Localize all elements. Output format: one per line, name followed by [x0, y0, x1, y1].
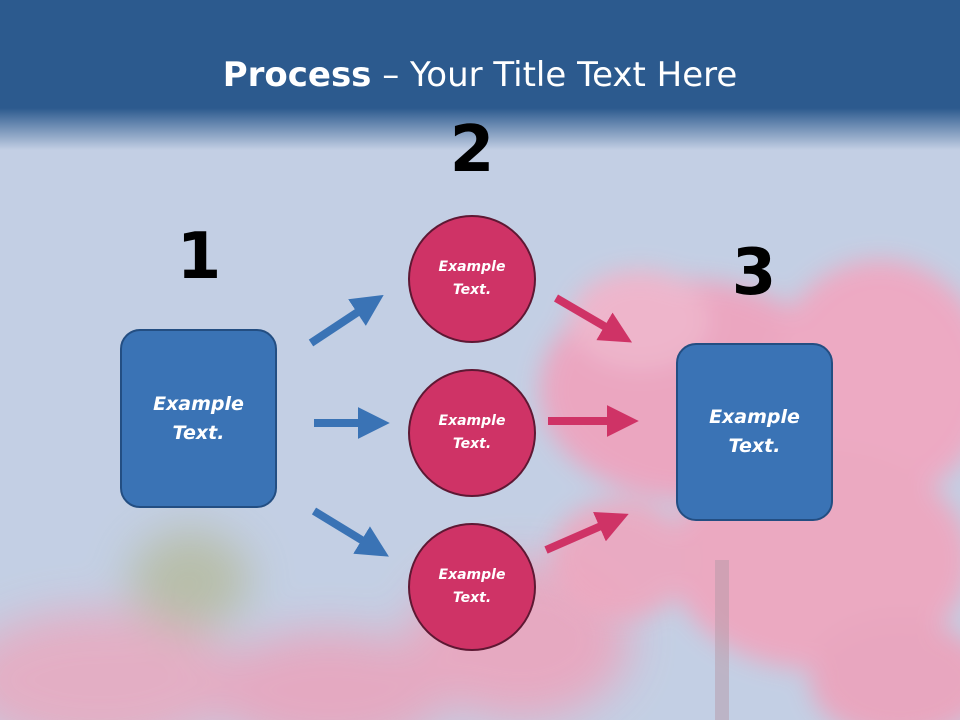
- step-1-box: Example Text.: [120, 329, 277, 508]
- circle-text-line2: Text.: [452, 590, 492, 606]
- step-number-1: 1: [176, 220, 222, 294]
- arrow-blue-up: [308, 294, 384, 347]
- step-3-text-line1: Example: [709, 406, 800, 428]
- title-rest: – Your Title Text Here: [371, 55, 738, 95]
- title-bar: [0, 0, 960, 150]
- arrow-pink-down: [553, 294, 633, 343]
- title-bold: Process: [222, 55, 372, 95]
- step-3-text-line2: Text.: [728, 435, 781, 457]
- circle-text-line1: Example: [438, 259, 506, 275]
- page-title: Process – Your Title Text Here: [0, 52, 960, 98]
- step-number-2: 2: [449, 113, 495, 187]
- circle-text-line2: Text.: [452, 436, 492, 452]
- circle-text-line2: Text.: [452, 282, 492, 298]
- step-1-text-line2: Text.: [172, 421, 225, 444]
- arrow-pink-up: [544, 512, 629, 554]
- step-3-box: Example Text.: [676, 343, 833, 521]
- step-2-circle-bottom: Example Text.: [408, 523, 536, 651]
- step-2-circle-middle: Example Text.: [408, 369, 536, 497]
- arrow-blue-down: [311, 507, 389, 557]
- circle-text-line1: Example: [438, 413, 506, 429]
- step-number-3: 3: [731, 236, 777, 310]
- step-1-text-line1: Example: [153, 392, 244, 415]
- circle-text-line1: Example: [438, 567, 506, 583]
- step-2-circle-top: Example Text.: [408, 215, 536, 343]
